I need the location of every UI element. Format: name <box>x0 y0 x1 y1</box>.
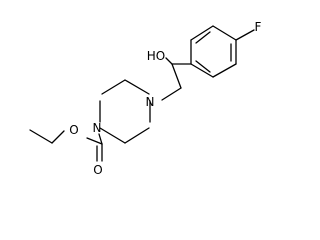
bond <box>212 25 237 41</box>
atom-carbonyl-oxygen: O <box>93 163 102 177</box>
bond-o-ch2 <box>51 130 65 144</box>
structure-canvas: F HO N N O O <box>29 20 262 177</box>
atom-hydroxyl: HO <box>147 49 165 63</box>
bond <box>99 127 126 144</box>
bond-n-carbonyl <box>98 133 103 145</box>
atom-fluorine: F <box>255 20 262 34</box>
double-bond-inner <box>195 60 211 73</box>
atom-piperazine-n-top: N <box>146 95 155 109</box>
bond <box>124 127 150 144</box>
bond-ch2-ch3 <box>29 129 53 144</box>
bond-carbinol-to-ch2 <box>171 63 182 89</box>
bond <box>101 79 126 95</box>
piperazine-ring <box>99 79 151 144</box>
atom-piperazine-n-bottom: N <box>93 121 102 135</box>
fluorophenyl-ring <box>190 25 237 78</box>
bond-c-f <box>235 29 255 41</box>
atom-ester-oxygen: O <box>69 123 78 137</box>
bond-ch2-to-n <box>161 87 182 101</box>
bond <box>124 79 150 95</box>
bond <box>190 25 214 41</box>
molecule-structure: F HO N N O O <box>29 20 262 177</box>
bond <box>190 63 214 78</box>
bond <box>212 63 237 78</box>
bond-c-o-ester <box>86 137 103 145</box>
bond-c-oh <box>165 57 173 65</box>
double-bond-inner <box>195 31 211 44</box>
